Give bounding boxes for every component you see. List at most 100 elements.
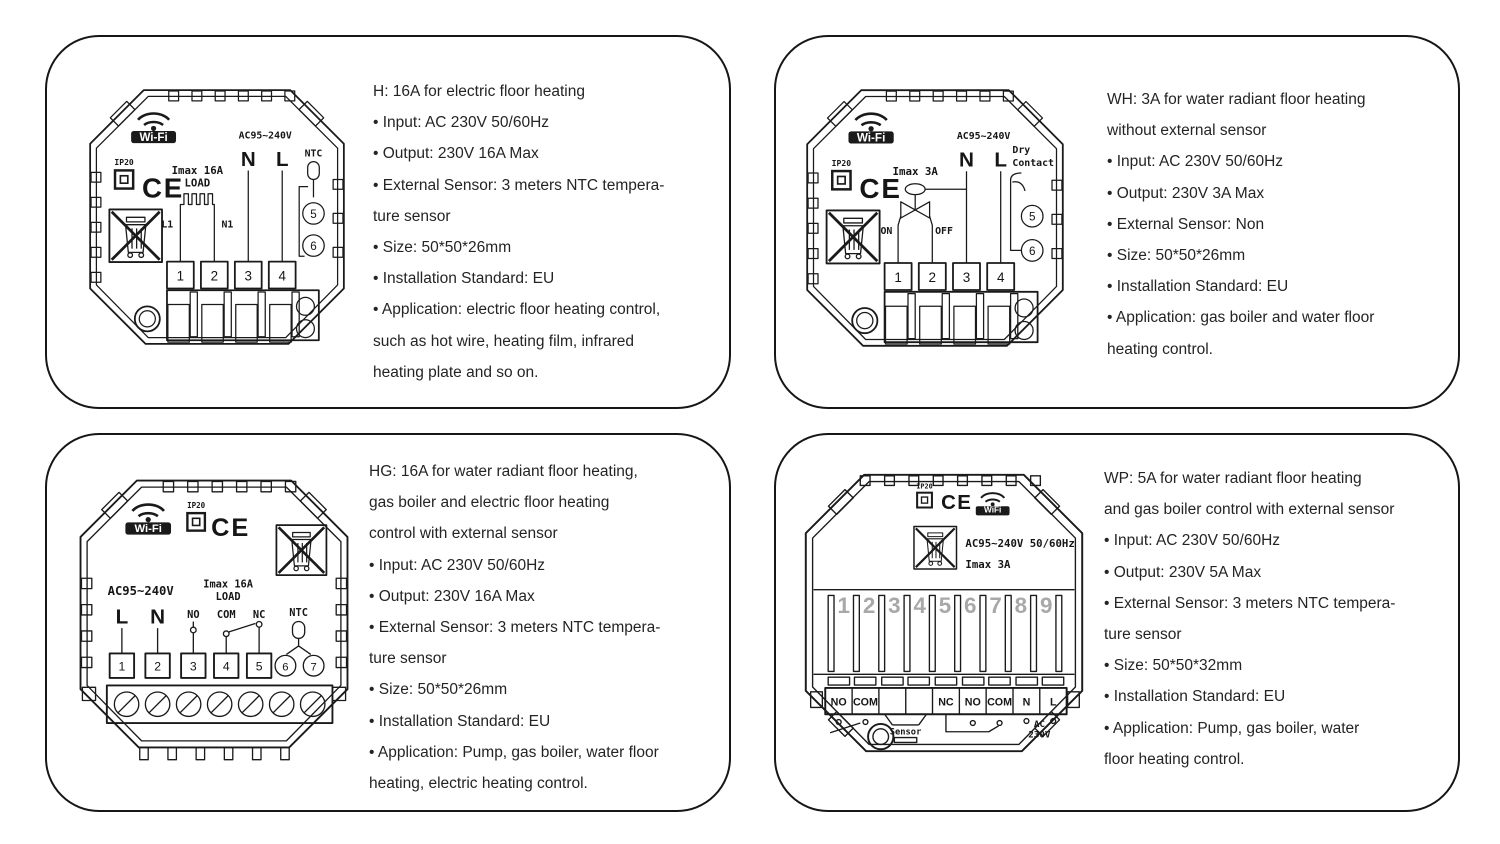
panel-wp: IP20 CE WiFi AC95~240V 50/60Hz Imax 3A 1… <box>774 433 1460 812</box>
svg-text:2: 2 <box>863 593 875 618</box>
svg-text:5: 5 <box>939 593 951 618</box>
spec-line: • Size: 50*50*32mm <box>1104 657 1243 675</box>
spec-line: heating control. <box>1107 340 1213 358</box>
spec-line: HG: 16A for water radiant floor heating, <box>369 463 638 480</box>
spec-line: • Size: 50*50*26mm <box>373 239 512 257</box>
sensor-bracket <box>893 736 918 744</box>
spec-line: floor heating control. <box>1104 750 1245 768</box>
ce-mark: CE <box>142 172 184 203</box>
n1-label: N1 <box>221 220 233 231</box>
svg-text:5: 5 <box>310 208 316 221</box>
svg-text:2: 2 <box>929 270 937 285</box>
spec-line: • Application: Pump, gas boiler, water f… <box>369 743 659 761</box>
terminal-tabs <box>827 676 1065 686</box>
spec-line: • Output: 230V 3A Max <box>1107 184 1265 202</box>
sensor-terminal-7 <box>302 654 325 677</box>
spec-line: • Application: gas boiler and water floo… <box>1107 309 1375 327</box>
wifi-logo-icon: WiFi <box>974 492 1011 516</box>
ac230-label2: 230V <box>1028 730 1051 741</box>
load-symbol <box>179 193 215 262</box>
terminal-block: 1 2 3 4 5 6 7 <box>108 652 325 679</box>
wifi-logo-icon: Wi-Fi <box>124 503 173 535</box>
relay-terminal-5 <box>1020 204 1044 228</box>
svg-text:9: 9 <box>1040 593 1052 618</box>
spec-line: • Input: AC 230V 50/60Hz <box>1104 532 1281 550</box>
terminal-block: 1 2 3 4 <box>166 260 297 290</box>
com-label: COM <box>217 609 236 621</box>
panel-wh: Wi-Fi IP20 CE AC95~240V N L Imax 3A ON O… <box>774 35 1460 409</box>
spec-line: • Size: 50*50*26mm <box>1107 247 1246 265</box>
ac-rating-label: AC95~240V <box>957 131 1011 142</box>
off-label: OFF <box>935 226 953 237</box>
svg-text:3: 3 <box>888 593 900 618</box>
wifi-label: Wi-Fi <box>139 131 167 144</box>
svg-text:5: 5 <box>1029 211 1036 224</box>
spec-line: • External Sensor: Non <box>1107 215 1265 233</box>
weee-bin-icon <box>912 525 958 571</box>
spec-line: ture sensor <box>373 207 451 225</box>
sensor-terminal-6 <box>274 654 297 677</box>
svg-text:2: 2 <box>211 268 218 283</box>
ce-mark: CE <box>941 491 972 514</box>
dry-contact-label2: Contact <box>1012 158 1054 169</box>
weee-bin-icon <box>275 523 328 577</box>
ntc-label: NTC <box>289 607 308 619</box>
svg-text:4: 4 <box>997 270 1005 285</box>
ce-mark: CE <box>859 173 901 204</box>
spec-line: • Size: 50*50*26mm <box>369 681 508 699</box>
ac-rating-label: AC95~240V <box>108 584 174 598</box>
ce-mark: CE <box>211 514 250 542</box>
spec-line: • Output: 230V 5A Max <box>1104 563 1262 581</box>
svg-text:1: 1 <box>838 593 850 618</box>
spec-line: • Installation Standard: EU <box>369 712 551 730</box>
switch-annotations <box>829 713 1057 734</box>
imax-label: Imax 3A <box>965 558 1011 571</box>
ac-rating-label: AC95~240V 50/60Hz <box>965 537 1074 550</box>
device-outline <box>804 473 1084 753</box>
mounting-tabs <box>80 480 348 702</box>
bottom-prongs <box>139 746 290 761</box>
spec-line: such as hot wire, heating film, infrared <box>373 332 635 350</box>
power-wires <box>247 170 283 262</box>
svg-text:NO: NO <box>965 696 981 708</box>
mounting-tabs <box>809 475 1080 738</box>
screw-hole <box>851 307 879 335</box>
spec-line: ture sensor <box>1104 626 1182 644</box>
wiring-band-lines <box>813 588 1075 676</box>
spec-line: • Installation Standard: EU <box>1104 688 1286 706</box>
spec-line: • Application: electric floor heating co… <box>373 301 661 319</box>
thermostat-back-diagram-wp: IP20 CE WiFi AC95~240V 50/60Hz Imax 3A 1… <box>804 473 1084 753</box>
screw-terminal-strip <box>105 684 334 724</box>
spec-line: • Output: 230V 16A Max <box>369 587 535 605</box>
terminal-n-label: N <box>150 605 165 628</box>
nc-label: NC <box>253 609 265 621</box>
power-wires <box>965 171 1002 263</box>
imax-label: Imax 16A <box>172 164 224 177</box>
no-label: NO <box>187 609 199 621</box>
wifi-label: Wi-Fi <box>857 132 885 145</box>
spec-line: • Input: AC 230V 50/60Hz <box>1107 153 1284 171</box>
svg-text:L: L <box>1050 696 1057 708</box>
ntc-label: NTC <box>305 148 323 159</box>
wifi-logo-icon: Wi-Fi <box>847 112 896 145</box>
terminal-l-label: L <box>276 148 289 171</box>
weee-bin-icon <box>825 209 881 265</box>
spec-line: WP: 5A for water radiant floor heating <box>1104 470 1362 487</box>
spec-line: • Input: AC 230V 50/60Hz <box>373 114 550 132</box>
thermostat-back-diagram-h: Wi-Fi IP20 CE AC95~240V N L NTC 5 6 Imax… <box>89 89 345 345</box>
screw-hole <box>133 305 161 333</box>
spec-line: ture sensor <box>369 650 447 668</box>
spec-line: • External Sensor: 3 meters NTC tempera- <box>373 176 665 194</box>
device-outline <box>89 89 345 345</box>
ip20-icon <box>186 511 207 532</box>
relay-switch-symbol <box>189 620 263 654</box>
on-label: ON <box>880 226 892 237</box>
spec-line: • Application: Pump, gas boiler, water <box>1104 719 1360 737</box>
svg-text:N: N <box>1023 696 1031 708</box>
power-wires <box>121 628 159 654</box>
wire-bars <box>827 594 1063 673</box>
svg-text:6: 6 <box>282 661 288 673</box>
svg-text:6: 6 <box>310 240 316 253</box>
svg-text:4: 4 <box>278 268 286 283</box>
weee-bin-icon <box>108 208 164 264</box>
